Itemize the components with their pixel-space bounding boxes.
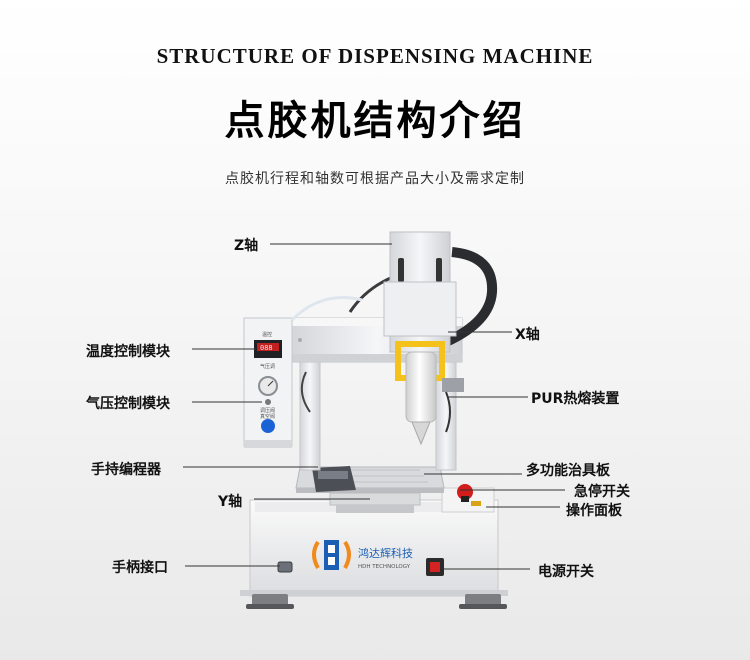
panel-label-top: 温控 bbox=[262, 331, 272, 338]
label-power-switch: 电源开关 bbox=[538, 564, 594, 580]
label-teach-pendant: 手持编程器 bbox=[91, 462, 161, 478]
brand-logo bbox=[312, 540, 351, 570]
label-pur-device: PUR热熔装置 bbox=[531, 391, 620, 407]
panel-label-mid: 气压调 bbox=[260, 363, 275, 370]
z-axis-column bbox=[383, 231, 457, 353]
brand-name: 鸿达辉科技 bbox=[358, 546, 413, 560]
temp-display-readout: 088 bbox=[260, 344, 273, 352]
cable-chain bbox=[443, 247, 498, 347]
control-panel-box bbox=[441, 484, 495, 513]
label-y-axis: Y轴 bbox=[218, 494, 243, 510]
label-temperature-module: 温度控制模块 bbox=[86, 344, 170, 360]
subtitle: 点胶机行程和轴数可根据产品大小及需求定制 bbox=[225, 171, 525, 187]
label-control-panel: 操作面板 bbox=[566, 503, 622, 519]
teach-pendant bbox=[312, 466, 356, 492]
leader-lines bbox=[183, 243, 565, 570]
label-handle-port: 手柄接口 bbox=[112, 560, 168, 576]
label-fixture-plate: 多功能治具板 bbox=[526, 463, 610, 479]
brand-sub: HDH TECHNOLOGY bbox=[358, 564, 411, 570]
pur-hotmelt-device bbox=[395, 341, 464, 446]
label-x-axis: X轴 bbox=[515, 327, 540, 343]
side-control-cabinet bbox=[243, 317, 293, 448]
panel-label-bottom: 真空阀 bbox=[260, 413, 275, 420]
title-english: STRUCTURE OF DISPENSING MACHINE bbox=[156, 44, 594, 68]
power-switch bbox=[426, 558, 444, 576]
handle-port bbox=[277, 561, 293, 573]
label-air-pressure-module: 气压控制模块 bbox=[86, 396, 170, 412]
label-z-axis: Z轴 bbox=[234, 238, 259, 254]
title-chinese: 点胶机结构介绍 bbox=[224, 98, 526, 144]
panel-label-low: 调压阀 bbox=[260, 407, 275, 414]
label-emergency-stop: 急停开关 bbox=[574, 484, 630, 500]
